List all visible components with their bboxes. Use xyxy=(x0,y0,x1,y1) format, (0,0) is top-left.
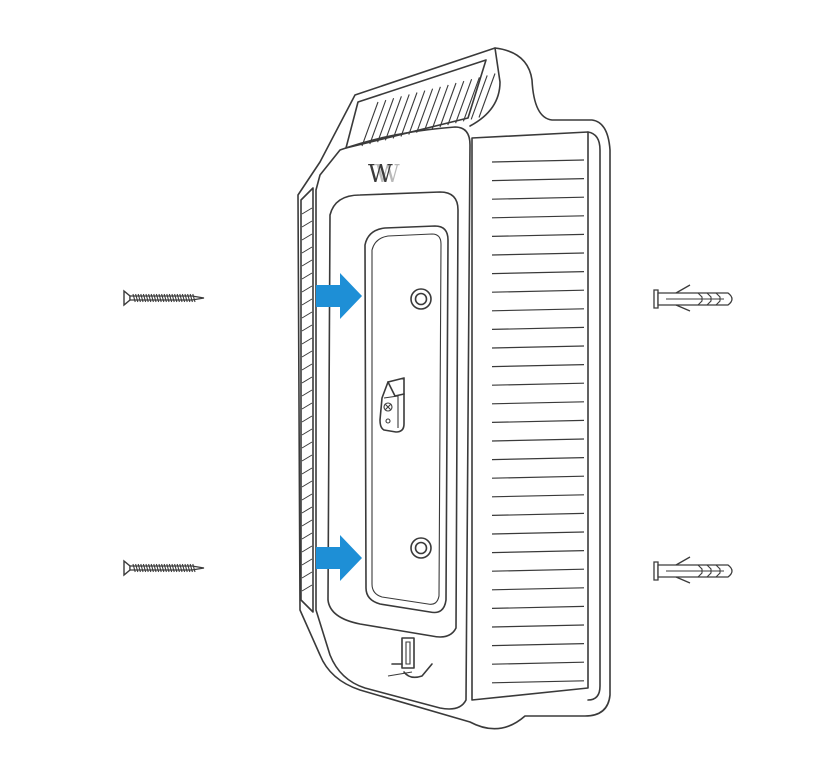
rib-line xyxy=(301,207,313,215)
rib-line xyxy=(301,558,313,566)
arrow-right-icon xyxy=(316,535,362,581)
bracket-recess xyxy=(327,191,459,638)
rib-line xyxy=(301,350,313,358)
rib-line xyxy=(439,82,457,128)
rib-line xyxy=(301,467,313,475)
rib-line xyxy=(301,415,313,423)
rib-line xyxy=(301,233,313,241)
rib-line xyxy=(301,545,313,553)
rib-line xyxy=(361,101,379,147)
rib-line xyxy=(431,84,449,130)
rib-line xyxy=(301,337,313,345)
rib-line xyxy=(491,419,585,423)
lower-screw-hole xyxy=(410,537,432,559)
rib-line xyxy=(491,643,585,647)
rib-line xyxy=(301,532,313,540)
device-back-panel: W W xyxy=(297,47,611,730)
rib-line xyxy=(491,308,585,312)
rib-line xyxy=(462,77,480,122)
rib-line xyxy=(470,75,488,120)
rib-line xyxy=(491,661,585,665)
rib-line xyxy=(491,680,585,684)
rib-line xyxy=(478,73,496,118)
rib-line xyxy=(392,94,410,139)
rib-line xyxy=(491,550,585,554)
rib-line xyxy=(301,480,313,488)
rib-line xyxy=(491,289,585,293)
left-ribbed-edge xyxy=(300,187,314,613)
release-latch xyxy=(387,637,433,679)
rib-line xyxy=(447,80,465,126)
rib-line xyxy=(384,96,402,141)
rib-line xyxy=(301,363,313,371)
rib-line xyxy=(416,88,434,133)
rib-line xyxy=(423,86,441,131)
rib-line xyxy=(455,79,473,124)
left-ribs xyxy=(301,207,313,592)
rib-line xyxy=(301,376,313,384)
upper-screw-hole xyxy=(410,288,432,310)
rib-line xyxy=(491,159,585,163)
rib-line xyxy=(377,98,395,143)
rib-line xyxy=(301,311,313,319)
top-ribs xyxy=(361,73,496,147)
rib-line xyxy=(301,571,313,579)
rib-line xyxy=(491,624,585,628)
rib-line xyxy=(491,512,585,516)
rib-line xyxy=(491,271,585,275)
right-ribs xyxy=(491,159,585,684)
rib-line xyxy=(301,584,313,592)
mounting-plate xyxy=(364,225,449,614)
rib-line xyxy=(491,233,585,237)
top-ribbed-band xyxy=(345,59,487,149)
rib-line xyxy=(301,259,313,267)
rib-line xyxy=(301,324,313,332)
rib-line xyxy=(408,90,426,135)
rib-line xyxy=(491,364,585,368)
device-logo-shadow: W xyxy=(375,160,400,188)
rib-line xyxy=(301,246,313,254)
lock-clip xyxy=(379,377,405,433)
screw-icon xyxy=(123,559,205,577)
rib-line xyxy=(491,252,585,256)
rib-line xyxy=(491,531,585,535)
device-logo: W xyxy=(368,160,393,188)
arrow-right-icon xyxy=(316,273,362,319)
rib-line xyxy=(301,389,313,397)
rib-line xyxy=(301,428,313,436)
rib-line xyxy=(301,506,313,514)
wall-anchor-icon xyxy=(653,284,733,312)
rib-line xyxy=(400,92,418,137)
rib-line xyxy=(491,215,585,219)
rib-line xyxy=(491,178,585,182)
rib-line xyxy=(491,345,585,349)
rib-line xyxy=(491,457,585,461)
rib-line xyxy=(491,382,585,386)
rib-line xyxy=(491,494,585,498)
rib-line xyxy=(491,568,585,572)
rib-line xyxy=(491,438,585,442)
wall-anchor-icon xyxy=(653,556,733,584)
rib-line xyxy=(301,298,313,306)
rib-line xyxy=(491,475,585,479)
screw-icon xyxy=(123,289,205,307)
rib-line xyxy=(301,220,313,228)
rib-line xyxy=(301,402,313,410)
rib-line xyxy=(491,401,585,405)
rib-line xyxy=(491,605,585,609)
rib-line xyxy=(369,99,387,145)
rib-line xyxy=(301,441,313,449)
rib-line xyxy=(491,196,585,200)
rib-line xyxy=(301,519,313,527)
rib-line xyxy=(301,272,313,280)
rib-line xyxy=(301,285,313,293)
inner-shell xyxy=(315,126,471,710)
rib-line xyxy=(491,326,585,330)
rib-line xyxy=(301,454,313,462)
rib-line xyxy=(301,493,313,501)
rib-line xyxy=(491,587,585,591)
